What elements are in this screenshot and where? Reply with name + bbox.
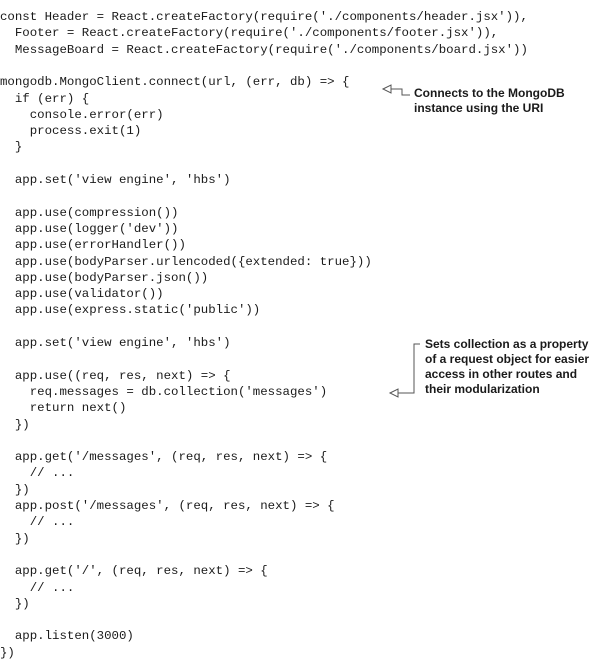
code-line: app.use((req, res, next) => { <box>0 368 231 383</box>
code-line: app.listen(3000) <box>0 629 134 644</box>
annotation-line: Sets collection as a property <box>425 337 589 351</box>
code-line: app.post('/messages', (req, res, next) =… <box>0 499 335 513</box>
connector-line <box>391 88 410 96</box>
annotation-request-collection: Sets collection as a property of a reque… <box>425 337 589 397</box>
code-line: Footer = React.createFactory(require('./… <box>0 26 499 41</box>
code-line: MessageBoard = React.createFactory(requi… <box>0 42 528 57</box>
code-line: }) <box>0 482 30 497</box>
code-line: }) <box>0 417 30 432</box>
annotation-line: instance using the URI <box>414 101 544 115</box>
code-line: console.error(err) <box>0 107 164 122</box>
code-line: app.use(bodyParser.urlencoded({extended:… <box>0 254 372 269</box>
code-line: // ... <box>0 580 75 595</box>
code-line: app.use(logger('dev')) <box>0 221 179 236</box>
annotation-mongodb-connect: Connects to the MongoDB instance using t… <box>414 86 565 116</box>
connector-request-collection <box>388 343 420 398</box>
code-line: process.exit(1) <box>0 124 142 139</box>
code-line: const Header = React.createFactory(requi… <box>0 10 528 24</box>
code-line: }) <box>0 531 30 546</box>
code-line: app.use(express.static('public')) <box>0 303 261 318</box>
code-line: mongodb.MongoClient.connect(url, (err, d… <box>0 75 350 90</box>
code-line: app.set('view engine', 'hbs') <box>0 336 231 350</box>
code-line: app.use(validator()) <box>0 287 164 302</box>
connector-line <box>398 343 420 394</box>
code-line: app.set('view engine', 'hbs') <box>0 173 231 187</box>
code-line: app.get('/', (req, res, next) => { <box>0 564 268 579</box>
code-line: // ... <box>0 466 75 481</box>
annotation-line: their modularization <box>425 382 540 396</box>
connector-mongodb-connect <box>381 84 410 96</box>
code-line: } <box>0 140 23 155</box>
code-line: app.use(errorHandler()) <box>0 238 186 253</box>
code-line: }) <box>0 645 15 660</box>
code-line: app.use(bodyParser.json()) <box>0 270 209 285</box>
arrowhead-icon <box>388 388 399 398</box>
code-line: app.use(compression()) <box>0 205 179 220</box>
code-line: }) <box>0 596 30 611</box>
code-line: app.get('/messages', (req, res, next) =>… <box>0 450 328 465</box>
code-line: if (err) { <box>0 91 90 106</box>
annotation-line: access in other routes and <box>425 367 578 381</box>
annotation-line: of a request object for easier <box>425 352 590 366</box>
code-line: return next() <box>0 401 127 416</box>
code-line: req.messages = db.collection('messages') <box>0 384 328 399</box>
code-line: // ... <box>0 515 75 530</box>
arrowhead-icon <box>381 84 392 94</box>
annotation-line: Connects to the MongoDB <box>414 86 565 100</box>
